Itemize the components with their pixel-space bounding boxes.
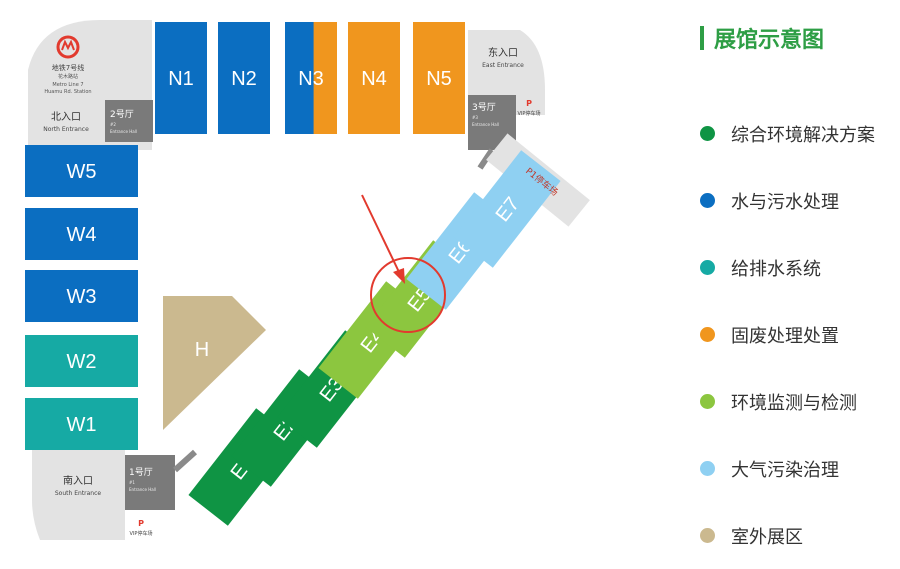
legend-dot xyxy=(700,528,715,543)
hall-h-outdoor[interactable] xyxy=(163,296,266,430)
legend-item: 室外展区 xyxy=(700,502,875,569)
hall-3-label-sub1: #3 xyxy=(472,115,478,120)
north-entrance-en: North Entrance xyxy=(43,126,89,133)
metro-logo xyxy=(56,35,80,59)
hall-w5[interactable]: W5 xyxy=(25,145,138,197)
hall-1-label-sub1: #1 xyxy=(129,480,135,485)
metro-station-en: Huamu Rd. Station xyxy=(44,89,91,95)
hall-n2[interactable]: N2 xyxy=(218,22,270,134)
walkway-hall1-e1 xyxy=(172,449,198,473)
highlight-arrowhead xyxy=(393,268,405,284)
hall-3-label-sub2: Entrance Hall xyxy=(472,122,499,127)
hall-w2-label: W2 xyxy=(67,351,97,373)
legend-dot xyxy=(700,394,715,409)
legend-dot xyxy=(700,126,715,141)
legend-title-text: 展馆示意图 xyxy=(714,28,825,53)
legend-item-label: 大气污染治理 xyxy=(731,459,839,481)
hall-n5-label: N5 xyxy=(426,68,452,90)
hall-e7-block[interactable] xyxy=(453,150,561,268)
legend-title-bar xyxy=(700,26,704,50)
legend-item-label: 水与污水处理 xyxy=(731,191,839,213)
hall-n3[interactable]: N3 xyxy=(285,22,337,134)
hall-2-label-sub2: Entrance Hall xyxy=(110,129,137,134)
hall-w4[interactable]: W4 xyxy=(25,208,138,260)
legend-item: 水与污水处理 xyxy=(700,167,875,234)
east-entrance-en: East Entrance xyxy=(482,62,524,69)
hall-n5[interactable]: N5 xyxy=(413,22,465,134)
vip-parking-south-label: VIP停车场 xyxy=(130,530,153,537)
legend-dot xyxy=(700,327,715,342)
legend-item: 固废处理处置 xyxy=(700,301,875,368)
legend-list: 综合环境解决方案 水与污水处理 给排水系统 固废处理处置 环境监测与检测 大气污… xyxy=(700,100,875,569)
metro-station-cn: 花木路站 xyxy=(58,73,78,80)
hall-n4-label: N4 xyxy=(361,68,387,90)
south-entrance-en: South Entrance xyxy=(55,490,102,497)
hall-n4[interactable]: N4 xyxy=(348,22,400,134)
hall-1-label-cn: 1号厅 xyxy=(129,467,153,478)
highlight-circle-e5 xyxy=(370,257,446,333)
highlight-arrow-line xyxy=(361,194,400,273)
hall-w4-label: W4 xyxy=(67,224,97,246)
hall-3-label-cn: 3号厅 xyxy=(472,102,496,113)
legend-title: 展馆示意图 xyxy=(700,22,900,54)
legend-item-label: 环境监测与检测 xyxy=(731,392,857,414)
north-entrance-cn: 北入口 xyxy=(51,111,81,123)
hall-n2-label: N2 xyxy=(231,68,257,90)
hall-w1-block[interactable] xyxy=(25,398,138,450)
legend-item: 给排水系统 xyxy=(700,234,875,301)
legend-item: 大气污染治理 xyxy=(700,435,875,502)
legend-dot xyxy=(700,461,715,476)
hall-n1-block[interactable] xyxy=(155,22,207,134)
legend-item-label: 室外展区 xyxy=(731,526,803,548)
hall-w3[interactable]: W3 xyxy=(25,270,138,322)
hall-w1-label: W1 xyxy=(67,414,97,436)
hall-h-label: H xyxy=(195,339,209,361)
vip-parking-north-p: P xyxy=(526,99,532,108)
hall-w3-block[interactable] xyxy=(25,270,138,322)
hall-w3-label: W3 xyxy=(67,286,97,308)
metro-line-en: Metro Line 7 xyxy=(52,82,83,88)
hall-n2-block[interactable] xyxy=(218,22,270,134)
hall-1-label-sub2: Entrance Hall xyxy=(129,487,156,492)
hall-w1[interactable]: W1 xyxy=(25,398,138,450)
hall-w2-block[interactable] xyxy=(25,335,138,387)
hall-n1[interactable]: N1 xyxy=(155,22,207,134)
hall-2-label-cn: 2号厅 xyxy=(110,109,134,120)
hall-e7[interactable]: E7 xyxy=(453,150,561,268)
legend-item-label: 给排水系统 xyxy=(731,258,821,280)
hall-w2[interactable]: W2 xyxy=(25,335,138,387)
hall-n3-label: N3 xyxy=(298,68,324,90)
legend-item-label: 固废处理处置 xyxy=(731,325,839,347)
hall-2-block xyxy=(105,100,153,142)
hall-w5-block[interactable] xyxy=(25,145,138,197)
hall-n1-label: N1 xyxy=(168,68,194,90)
legend-dot xyxy=(700,260,715,275)
hall-n5-block[interactable] xyxy=(413,22,465,134)
south-entrance-cn: 南入口 xyxy=(63,474,93,487)
hall-n3-block-secondary[interactable] xyxy=(313,22,337,134)
legend-item: 环境监测与检测 xyxy=(700,368,875,435)
east-entrance-plaza xyxy=(468,30,545,115)
legend-item-label: 综合环境解决方案 xyxy=(731,124,875,146)
hall-w5-label: W5 xyxy=(67,161,97,183)
vip-parking-south-p: P xyxy=(138,519,144,528)
vip-parking-north-label: VIP停车场 xyxy=(518,110,541,117)
east-entrance-cn: 东入口 xyxy=(488,46,518,59)
hall-2-label-sub1: #2 xyxy=(110,122,116,127)
hall-1-block xyxy=(125,455,175,510)
south-entrance-plaza xyxy=(32,450,125,540)
walkway-hall3-e7 xyxy=(477,148,495,170)
hall-w4-block[interactable] xyxy=(25,208,138,260)
legend: 展馆示意图 综合环境解决方案 水与污水处理 给排水系统 固废处理处置 环境监测与… xyxy=(700,22,900,548)
hall-n4-block[interactable] xyxy=(348,22,400,134)
legend-item: 综合环境解决方案 xyxy=(700,100,875,167)
metro-line-cn: 地铁7号线 xyxy=(52,63,84,72)
legend-dot xyxy=(700,193,715,208)
